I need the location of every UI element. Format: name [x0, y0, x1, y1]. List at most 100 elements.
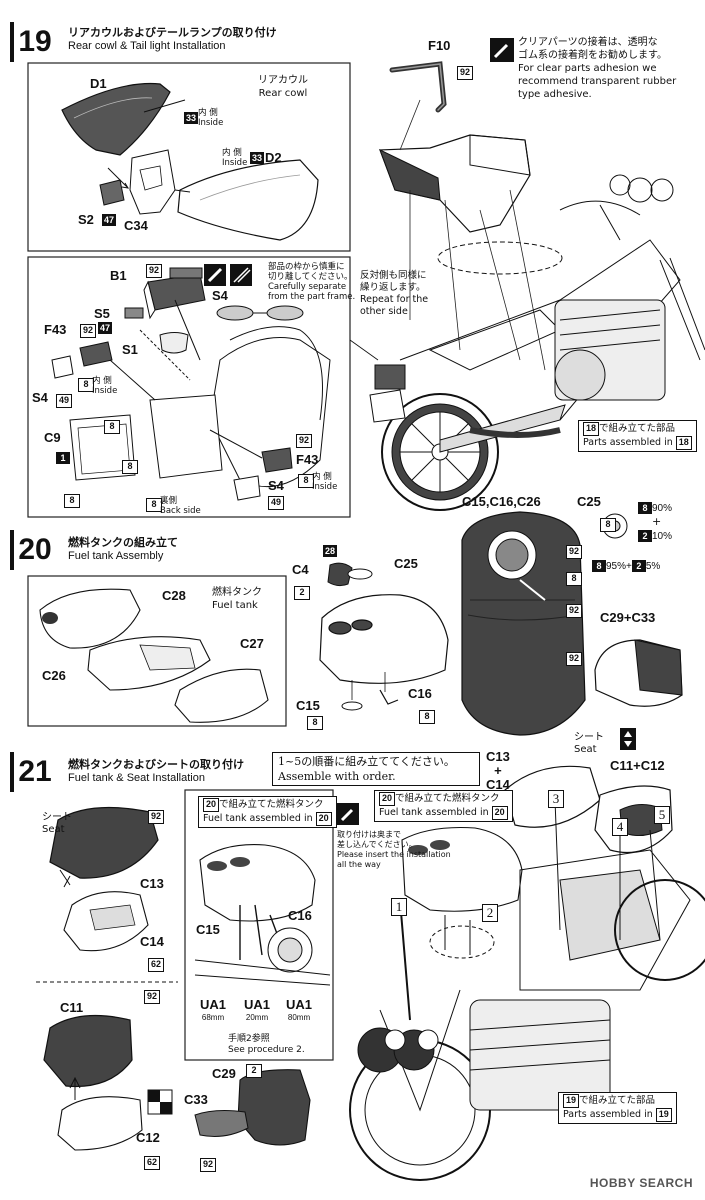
code-49-b: 49 [268, 496, 284, 510]
label-c34: C34 [124, 218, 148, 233]
mix-b1: 8 [592, 560, 606, 572]
label-s5: S5 [94, 306, 110, 321]
code-1: 1 [56, 452, 70, 464]
mix-b2: 2 [631, 560, 646, 572]
step-20-ref-a: 20 [203, 798, 219, 812]
label-s2: S2 [78, 212, 94, 227]
repeat-en-1: Repeat for the [360, 294, 429, 305]
fuel-tank-en: Fuel tank [212, 600, 258, 611]
part-d1-drawing [61, 82, 171, 156]
clear-note-jp-line2: ゴム系の接着剤をお勧めします。 [518, 50, 667, 61]
rear-cowl-subassembly-frame [27, 62, 351, 252]
assembled-in-jp-b: で組み立てた燃料タンク [395, 793, 500, 804]
insert-note: 取り付けは奥まで 差し込んでください。 Please insert the in… [337, 830, 451, 870]
label-s1: S1 [122, 342, 138, 357]
order-step-4: 4 [612, 818, 628, 836]
step-20-ref-d: 20 [491, 806, 508, 820]
see-en: See procedure 2. [228, 1045, 305, 1055]
label-c15-c16-c26: C15,C16,C26 [462, 494, 541, 509]
code-8-c16: 8 [419, 710, 435, 724]
tail-light-drawing [51, 267, 331, 501]
step-20-ref-c: 20 [379, 792, 395, 806]
label-f43-b: F43 [296, 452, 319, 467]
code-8-mix: 8 [600, 518, 616, 532]
label-f43-a: F43 [44, 322, 67, 337]
step-21-number: 21 [14, 754, 56, 790]
separate-jp-1: 部品の枠から慎重に [268, 262, 345, 272]
code-92-c13: 92 [148, 810, 164, 824]
label-c13-c14: C13+C14 [486, 749, 510, 792]
label-c11: C11 [60, 1000, 84, 1015]
fuel-tank-drawing [319, 594, 449, 684]
code-8-c15: 8 [307, 716, 323, 730]
checker-icon [147, 1089, 173, 1115]
parts-assembled-jp: で組み立てた部品 [579, 1095, 656, 1106]
code-92-f43a: 92 [80, 324, 96, 338]
clear-note-jp-line1: クリアパーツの接着は、透明な [518, 37, 658, 48]
step-21-title: 燃料タンクおよびシートの取り付け Fuel tank & Seat Instal… [68, 756, 244, 784]
code-92-c11: 92 [144, 990, 160, 1004]
code-47-a: 47 [102, 214, 116, 226]
code-8-t: 8 [566, 572, 582, 586]
repeat-jp-2: 繰り返します。 [360, 282, 426, 293]
clear-note-en-line3: type adhesive. [518, 89, 592, 100]
rear-cowl-assembled-drawing [379, 134, 531, 233]
step-19-title-jp: リアカウルおよびテールランプの取り付け [68, 26, 277, 39]
step-19-bar [10, 22, 14, 62]
step-19-title: リアカウルおよびテールランプの取り付け Rear cowl & Tail lig… [68, 24, 277, 52]
assembled-in-jp-a: で組み立てた燃料タンク [219, 799, 324, 810]
tail-light-subassembly-frame [27, 256, 351, 518]
assemble-order-note: 1~5の順番に組み立ててください。 Assemble with order. [272, 752, 480, 786]
code-2-c29: 2 [246, 1064, 262, 1078]
assembled-en: Parts assembled in [583, 437, 673, 448]
assembled-jp: で組み立てた部品 [599, 423, 676, 434]
step-20-title: 燃料タンクの組み立て Fuel tank Assembly [68, 534, 178, 562]
step-20-bar [10, 530, 14, 570]
label-c12: C12 [136, 1130, 160, 1145]
label-s4-b: S4 [32, 390, 48, 405]
order-step-5: 5 [654, 806, 670, 824]
arrow-pair-icon [620, 728, 636, 750]
label-c14: C14 [140, 934, 164, 949]
assembled-in-en-b: Fuel tank assembled in [379, 807, 489, 818]
label-c26: C26 [42, 668, 66, 683]
order-step-3: 3 [548, 790, 564, 808]
label-c29-c33: C29+C33 [600, 610, 656, 625]
label-c16: C16 [408, 686, 432, 701]
clear-parts-note: クリアパーツの接着は、透明な ゴム系の接着剤をお勧めします。 For clear… [518, 36, 676, 101]
mix-b2p: 5% [645, 561, 661, 572]
motorcycle-rear-drawing [369, 174, 705, 511]
watermark: HOBBY SEARCH [589, 1176, 693, 1190]
step-19-title-en: Rear cowl & Tail light Installation [68, 40, 226, 52]
code-8-d: 8 [64, 494, 80, 508]
code-92-b1: 92 [146, 264, 162, 278]
see-jp: 手順2参照 [228, 1034, 270, 1044]
separate-jp-2: 切り離してください。 [268, 272, 353, 282]
label-c27: C27 [240, 636, 264, 651]
step-19-ref-b: 19 [655, 1108, 672, 1122]
step-20-title-en: Fuel tank Assembly [68, 550, 164, 562]
step-18-ref-b: 18 [675, 436, 692, 450]
mix-plus-b: + [626, 561, 632, 572]
code-92-t3: 92 [566, 652, 582, 666]
code-62-c12: 62 [144, 1156, 160, 1170]
mix-a1: 8 [638, 502, 652, 514]
step-21-title-jp: 燃料タンクおよびシートの取り付け [68, 758, 244, 771]
code-62-c14: 62 [148, 958, 164, 972]
step-21-title-en: Fuel tank & Seat Installation [68, 772, 205, 784]
label-s4-c: S4 [268, 478, 284, 493]
code-92-t2: 92 [566, 604, 582, 618]
fuel-tank-jp: 燃料タンク [212, 587, 262, 598]
repeat-jp-1: 反対側も同様に [360, 270, 427, 281]
insert-jp-1: 取り付けは奥まで [337, 830, 401, 839]
